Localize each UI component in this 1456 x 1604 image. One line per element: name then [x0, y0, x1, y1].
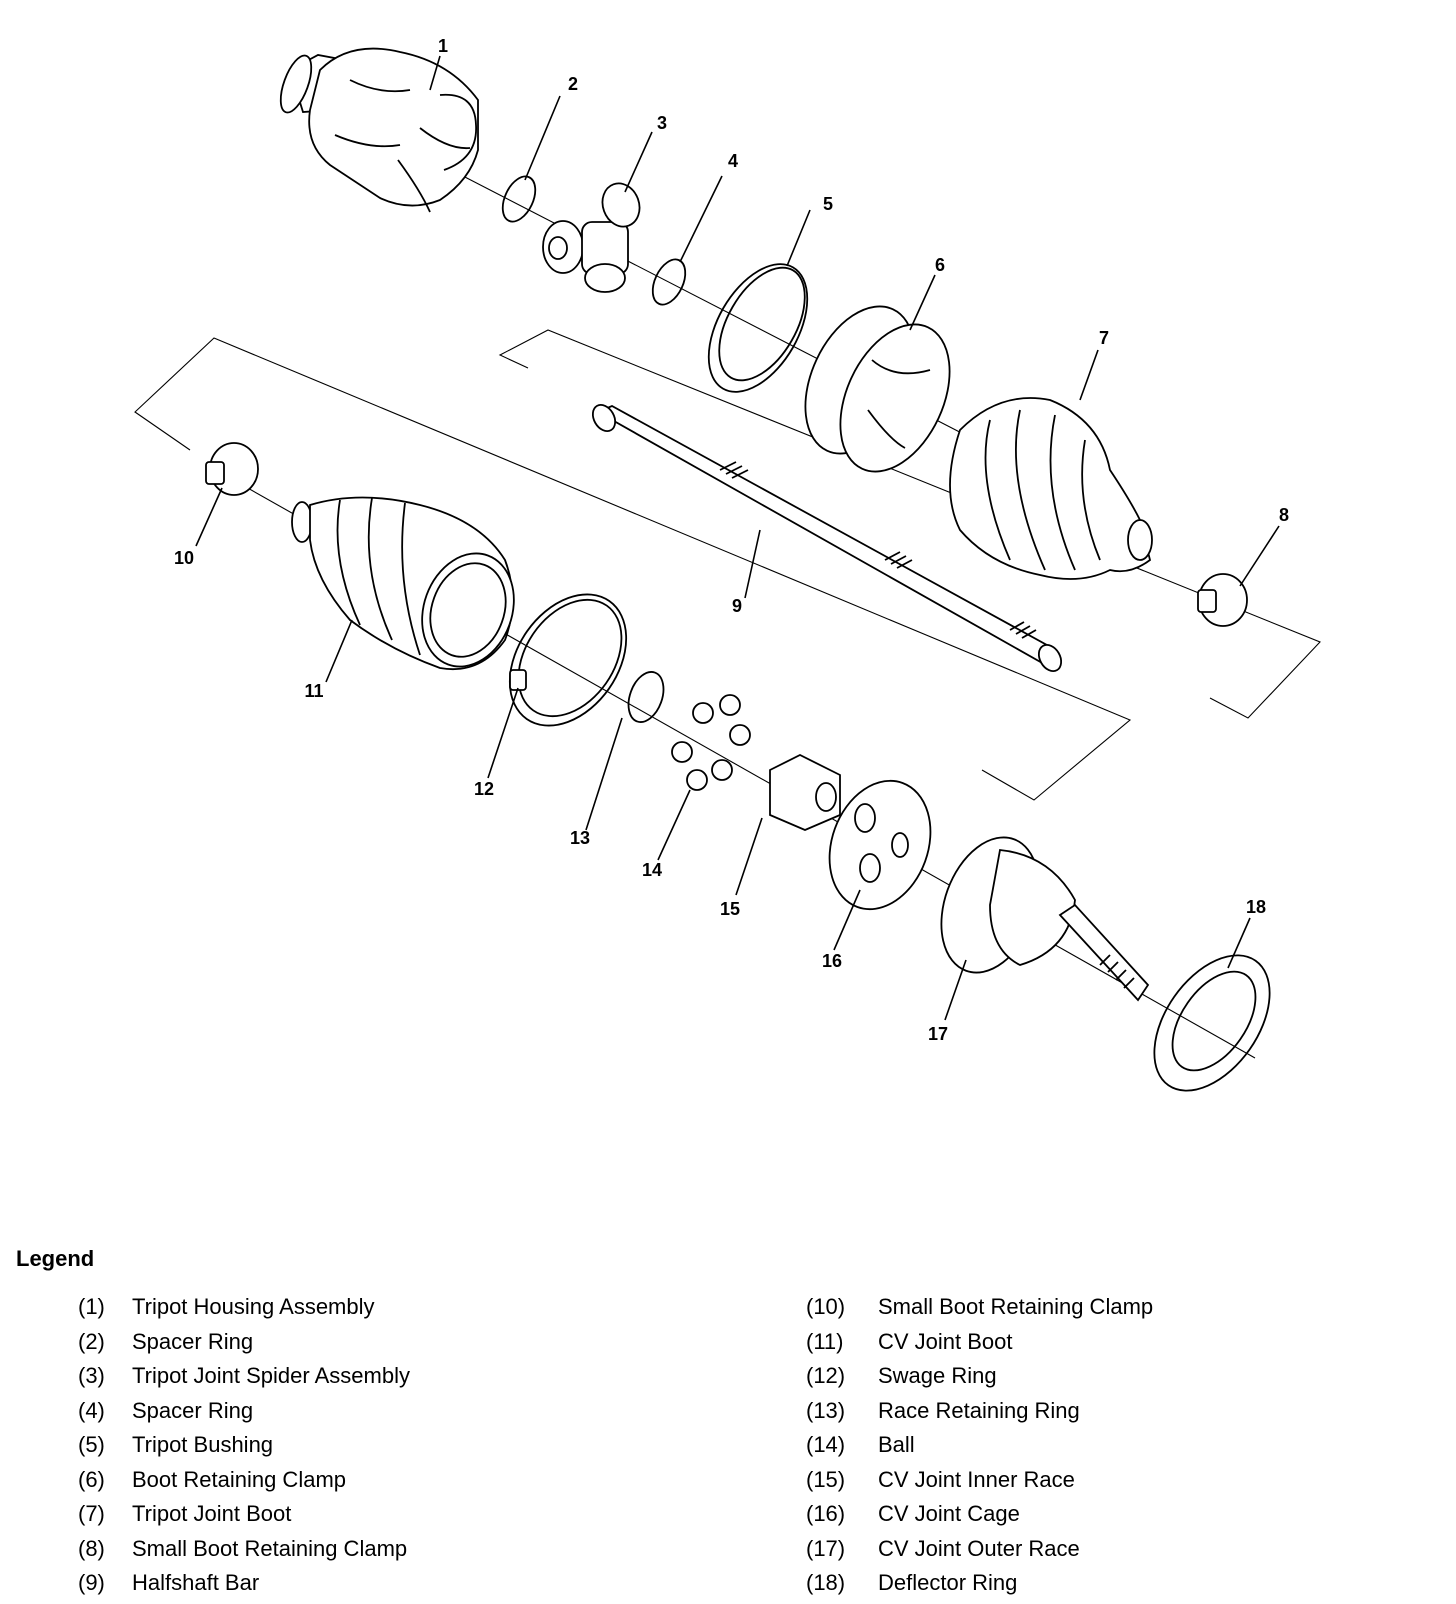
legend-item: (3) Tripot Joint Spider Assembly [78, 1359, 410, 1394]
legend-item-number: (13) [806, 1397, 846, 1423]
legend-item-label: Deflector Ring [878, 1570, 1018, 1595]
callout-15: 15 [720, 899, 740, 919]
legend-item-label: CV Joint Boot [878, 1328, 1013, 1354]
legend-item: (13) Race Retaining Ring [806, 1394, 1153, 1429]
callout-16: 16 [822, 951, 842, 971]
legend-item-number: (18) [806, 1570, 846, 1595]
legend-item: (14) Ball [806, 1428, 1153, 1463]
spacer-ring-4-part [651, 258, 687, 306]
legend-item-label: Boot Retaining Clamp [132, 1466, 347, 1492]
legend-item-number: (17) [806, 1535, 846, 1561]
small-clamp-10-part [205, 442, 259, 496]
callout-11: 11 [304, 681, 323, 701]
legend-item-number: (2) [78, 1328, 105, 1354]
legend-item-number: (1) [78, 1294, 105, 1319]
cv-cage-part [828, 779, 932, 911]
callout-10: 10 [174, 548, 194, 568]
cv-joint-boot-part [291, 496, 515, 670]
legend-item-number: (15) [806, 1466, 846, 1492]
legend-item-number: (16) [806, 1501, 846, 1526]
callout-6: 6 [935, 255, 945, 275]
outboard-group-bracket [134, 337, 1132, 801]
callout-18: 18 [1246, 897, 1266, 917]
tripot-bushing-part [707, 263, 809, 393]
race-retaining-ring-part [627, 671, 665, 723]
leader-lines [195, 55, 1280, 1021]
legend-item-label: Ball [878, 1432, 915, 1457]
callout-14: 14 [642, 860, 662, 880]
legend-item-label: Spacer Ring [132, 1328, 254, 1354]
legend-item-label: Tripot Housing Assembly [132, 1294, 375, 1319]
inboard-group-bracket [498, 329, 1321, 719]
callout-8: 8 [1279, 505, 1289, 525]
callout-17: 17 [928, 1024, 948, 1044]
legend-item-label: Halfshaft Bar [132, 1570, 260, 1595]
legend-item: (6) Boot Retaining Clamp [78, 1463, 410, 1498]
legend-item-number: (5) [78, 1432, 105, 1457]
legend-item-label: Small Boot Retaining Clamp [878, 1294, 1154, 1319]
swage-ring-part [508, 593, 628, 727]
ball-parts [671, 694, 751, 791]
tripot-housing-part [279, 47, 479, 213]
small-clamp-8-part [1197, 573, 1248, 627]
legend-item: (12) Swage Ring [806, 1359, 1153, 1394]
boot-retaining-clamp-part [804, 305, 951, 473]
legend-item: (17) CV Joint Outer Race [806, 1532, 1153, 1567]
legend-item-label: Tripot Joint Spider Assembly [132, 1363, 410, 1388]
legend-item-label: Swage Ring [878, 1363, 997, 1388]
legend-item-number: (3) [78, 1363, 105, 1388]
legend-item-label: CV Joint Inner Race [878, 1466, 1075, 1492]
legend-item: (16) CV Joint Cage [806, 1497, 1153, 1532]
legend-item: (9) Halfshaft Bar [78, 1566, 410, 1601]
spacer-ring-2-part [501, 175, 537, 223]
legend-item: (2) Spacer Ring [78, 1325, 410, 1360]
legend-item: (11) CV Joint Boot [806, 1325, 1153, 1360]
legend-item-number: (4) [78, 1397, 105, 1423]
legend-item-label: Spacer Ring [132, 1397, 254, 1423]
legend-item-number: (7) [78, 1501, 105, 1526]
legend-item-number: (11) [806, 1328, 844, 1354]
legend-item-label: Tripot Bushing [132, 1432, 274, 1457]
cv-outer-race-part [940, 836, 1150, 1002]
legend-item-label: Small Boot Retaining Clamp [132, 1535, 408, 1561]
callout-13: 13 [570, 828, 590, 848]
callout-12: 12 [474, 779, 494, 799]
legend-right-column: (10) Small Boot Retaining Clamp (11) CV Jo… [806, 1290, 1153, 1601]
deflector-ring-part [1153, 954, 1271, 1092]
callout-4: 4 [728, 151, 738, 171]
callout-7: 7 [1099, 328, 1109, 348]
exploded-halfshaft-diagram: 1 2 3 4 5 6 7 8 9 10 11 12 13 14 15 16 1… [134, 36, 1321, 1092]
legend-item-number: (9) [78, 1570, 105, 1595]
legend-left-column: (1) Tripot Housing Assembly (2) Spacer Rin… [78, 1290, 410, 1601]
legend-title: Legend [16, 1246, 95, 1271]
legend-item: (8) Small Boot Retaining Clamp [78, 1532, 410, 1567]
callout-3: 3 [657, 113, 667, 133]
legend-item-label: CV Joint Outer Race [878, 1535, 1080, 1561]
callout-5: 5 [823, 194, 833, 214]
legend-item: (15) CV Joint Inner Race [806, 1463, 1153, 1498]
cv-inner-race-part [769, 753, 841, 831]
legend-item-label: CV Joint Cage [878, 1501, 1020, 1526]
legend-item-label: Race Retaining Ring [878, 1397, 1080, 1423]
legend-item: (18) Deflector Ring [806, 1566, 1153, 1601]
legend-item-number: (10) [806, 1294, 846, 1319]
callout-1: 1 [438, 36, 448, 56]
legend-item: (10) Small Boot Retaining Clamp [806, 1290, 1153, 1325]
legend-item-label: Tripot Joint Boot [132, 1501, 292, 1526]
legend-item: (5) Tripot Bushing [78, 1428, 410, 1463]
legend-item: (4) Spacer Ring [78, 1394, 410, 1429]
tripot-spider-part [542, 182, 641, 293]
legend-item: (7) Tripot Joint Boot [78, 1497, 410, 1532]
halfshaft-bar-part [591, 403, 1063, 673]
tripot-joint-boot-part [949, 397, 1153, 580]
legend-item-number: (6) [78, 1466, 105, 1492]
legend-item-number: (12) [806, 1363, 846, 1388]
legend-item: (1) Tripot Housing Assembly [78, 1290, 410, 1325]
callout-9: 9 [732, 596, 742, 616]
legend-item-number: (14) [806, 1432, 846, 1457]
callout-2: 2 [568, 74, 578, 94]
legend-item-number: (8) [78, 1535, 105, 1561]
